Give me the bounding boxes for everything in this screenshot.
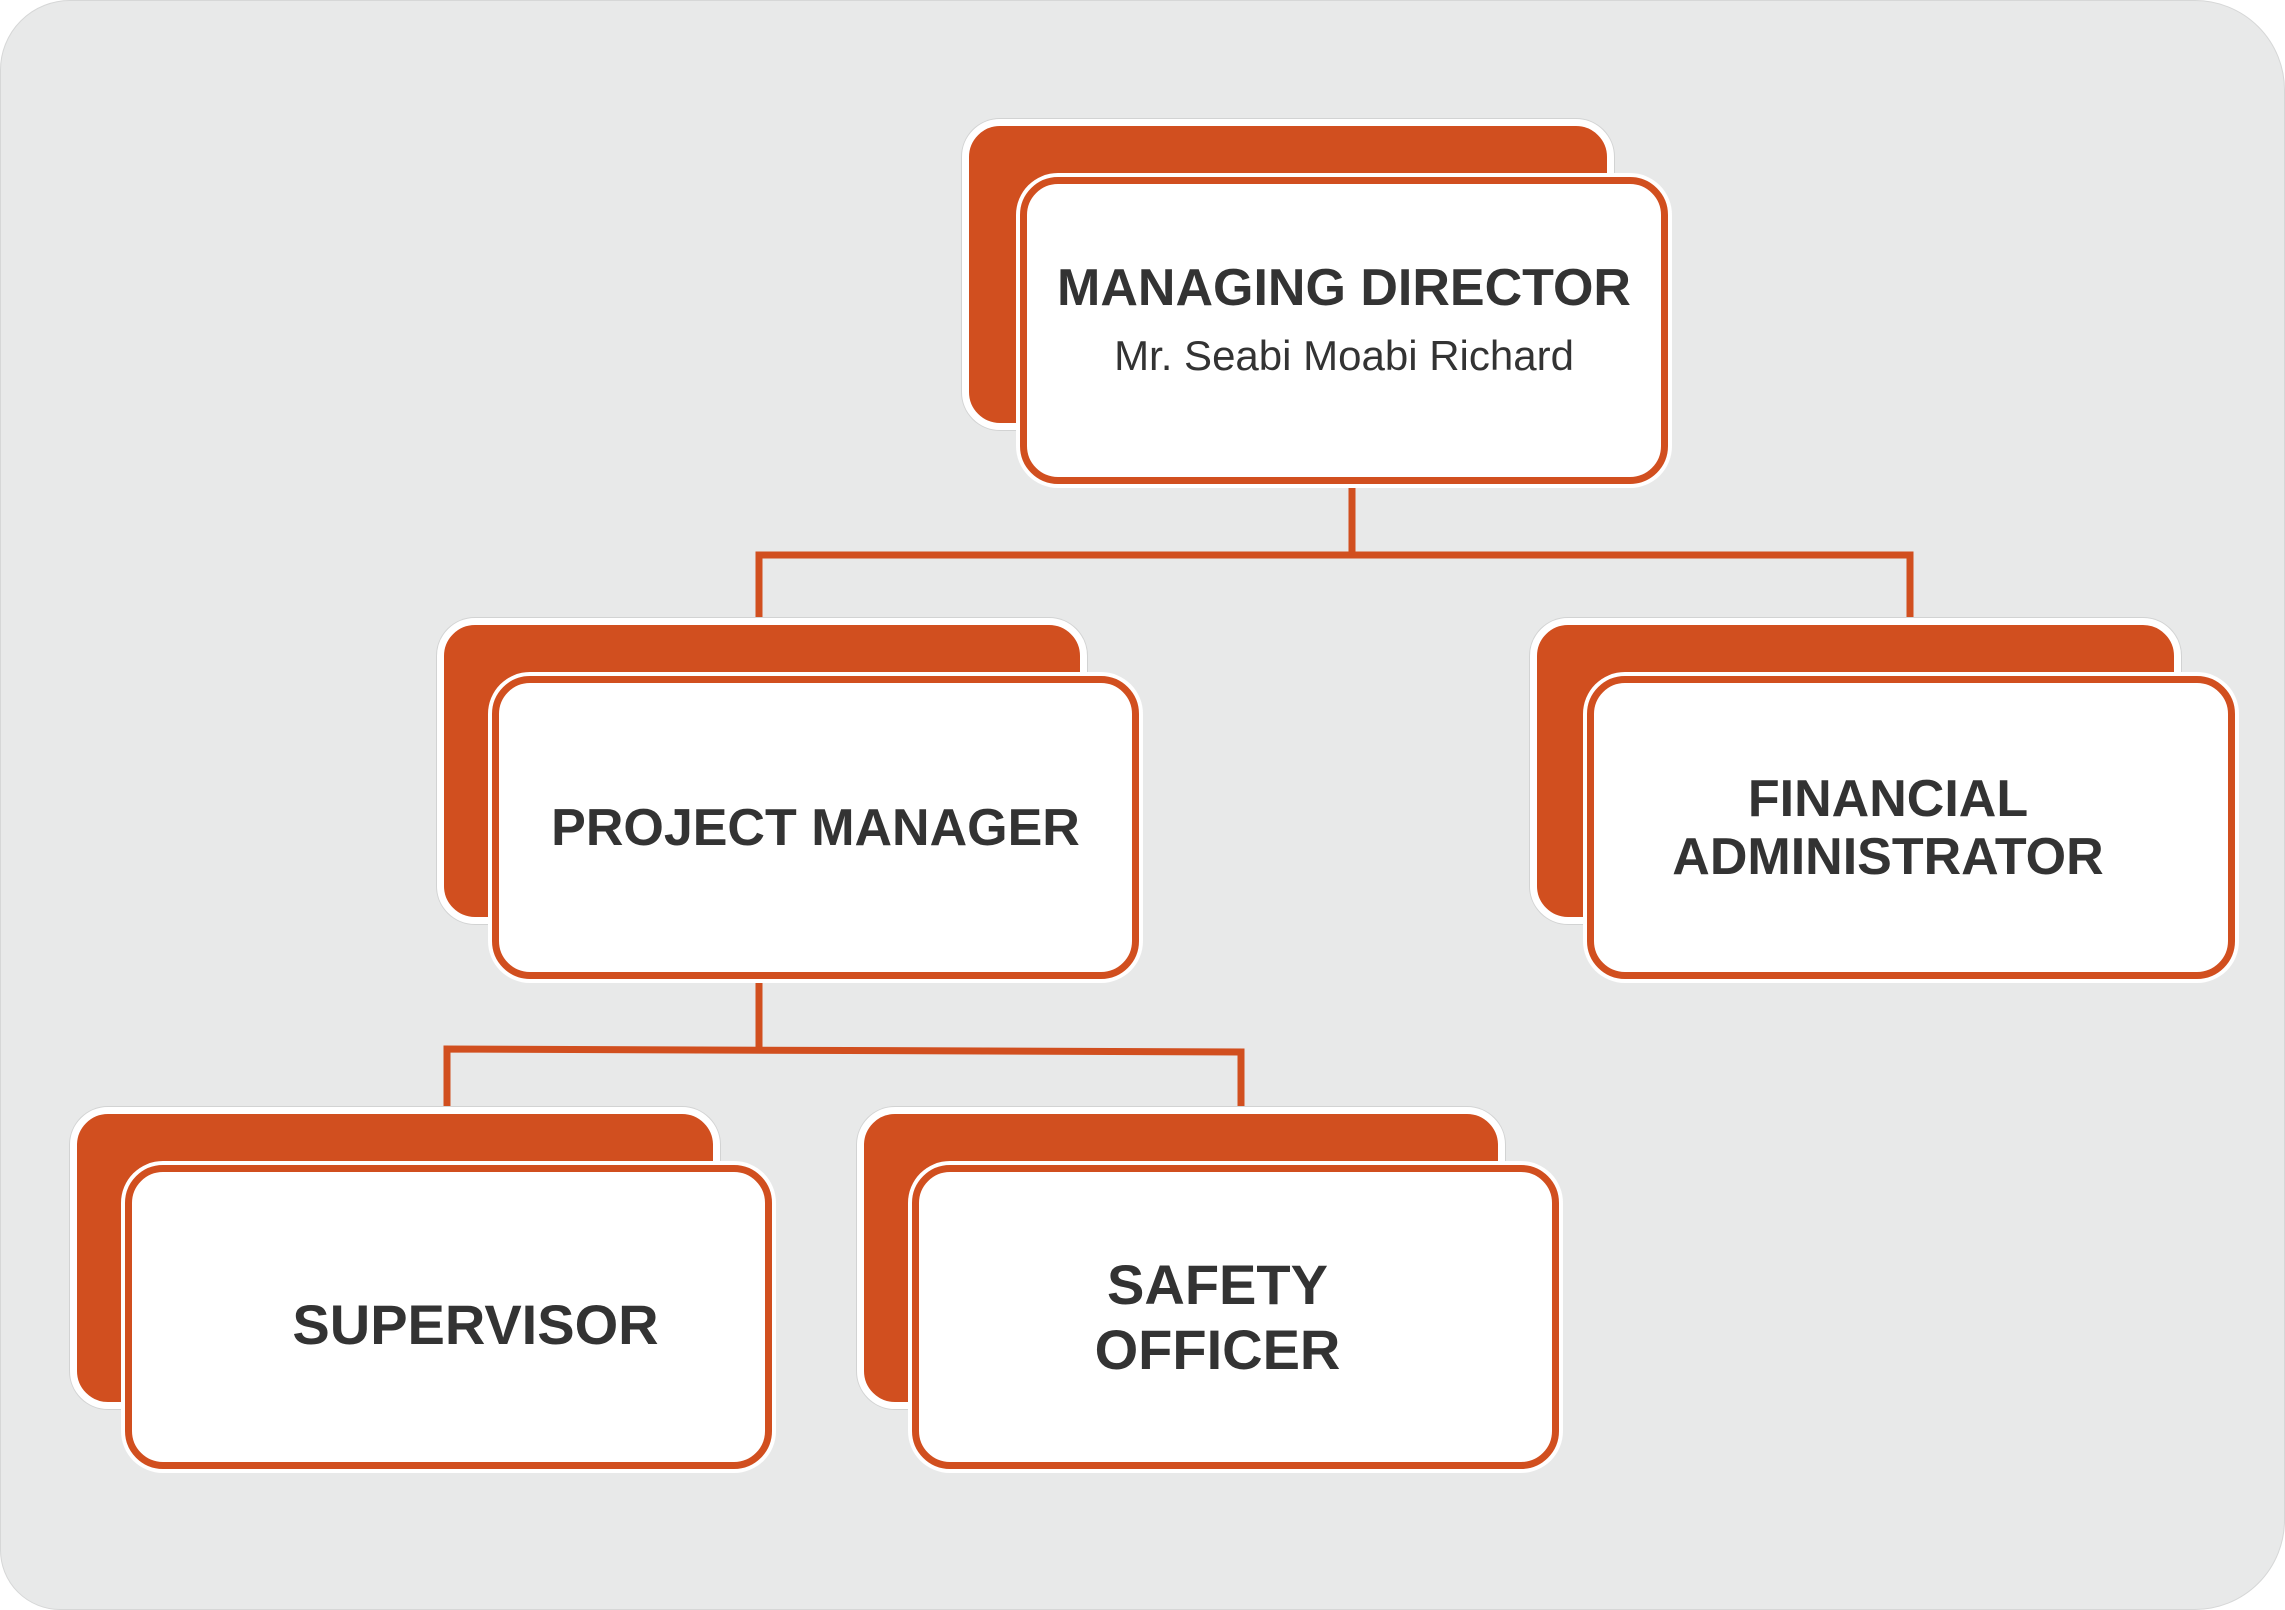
node-title: SUPERVISOR [292, 1292, 659, 1356]
safety-officer-card: SAFETY OFFICER [912, 1165, 1559, 1469]
financial-administrator-card: FINANCIAL ADMINISTRATOR [1587, 676, 2235, 979]
connector-level-1-bus [755, 551, 1914, 632]
supervisor-card: SUPERVISOR [125, 1165, 772, 1469]
connector-level-2-bus [443, 1045, 1245, 1120]
node-title: MANAGING DIRECTOR [1057, 259, 1631, 317]
node-person-name: Mr. Seabi Moabi Richard [1114, 332, 1574, 379]
project-manager-card: PROJECT MANAGER [492, 676, 1139, 979]
node-title-line-1: FINANCIAL [1747, 769, 2029, 828]
node-title-line-1: SAFETY [1107, 1253, 1328, 1316]
managing-director-card: MANAGING DIRECTOR Mr. Seabi Moabi Richar… [1020, 177, 1668, 484]
node-title: PROJECT MANAGER [551, 798, 1080, 857]
node-title-line-2: OFFICER [1094, 1318, 1341, 1381]
node-title-line-2: ADMINISTRATOR [1672, 827, 2104, 886]
